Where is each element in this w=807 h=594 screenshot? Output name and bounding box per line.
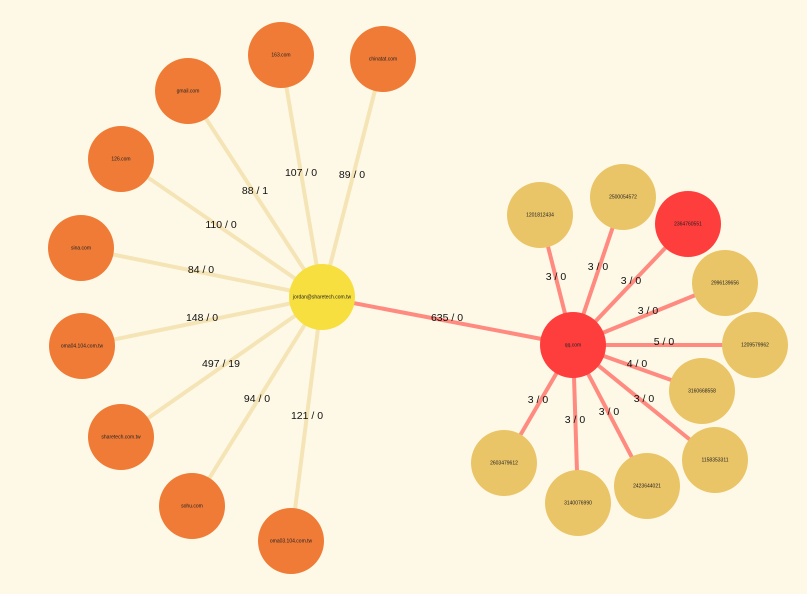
edge-line	[289, 296, 324, 542]
edge-line	[80, 246, 323, 299]
node-a7[interactable]: 1158353311	[682, 427, 748, 493]
edge-label: 121 / 0	[291, 410, 323, 422]
node-a6[interactable]: 3160668558	[669, 358, 735, 424]
node-circle[interactable]	[669, 358, 735, 424]
node-circle[interactable]	[48, 215, 114, 281]
node-sina[interactable]: sina.com	[48, 215, 114, 281]
edge-label: 3 / 0	[588, 261, 609, 273]
node-a1[interactable]: 1201812434	[507, 182, 573, 248]
edge-label: 3 / 0	[599, 406, 620, 418]
node-circle[interactable]	[540, 312, 606, 378]
node-circle[interactable]	[682, 427, 748, 493]
node-circle[interactable]	[258, 508, 324, 574]
node-label: 163.com	[271, 52, 290, 58]
node-label: sharetech.com.tw	[101, 434, 141, 440]
node-circle[interactable]	[545, 470, 611, 536]
edge-label: 635 / 0	[431, 312, 463, 324]
node-qq[interactable]: qq.com	[540, 312, 606, 378]
node-n163[interactable]: 163.com	[248, 22, 314, 88]
edge-label: 4 / 0	[627, 358, 648, 370]
node-sohu[interactable]: sohu.com	[159, 473, 225, 539]
node-label: 1209579962	[741, 342, 769, 348]
edge-label: 89 / 0	[339, 169, 365, 181]
edge-label: 148 / 0	[186, 312, 218, 324]
edge-label: 3 / 0	[528, 394, 549, 406]
node-label: 3140076990	[564, 500, 592, 506]
edge-line	[321, 295, 574, 347]
edge-label: 5 / 0	[654, 336, 675, 348]
node-hub[interactable]: jordan@sharetech.com.tw	[289, 264, 355, 330]
node-circle[interactable]	[159, 473, 225, 539]
node-label: 1158353311	[701, 457, 728, 463]
node-label: gmail.com	[177, 88, 200, 94]
node-oma03[interactable]: oma03.104.com.tw	[258, 508, 324, 574]
edge-line	[279, 54, 324, 298]
node-circle[interactable]	[590, 164, 656, 230]
node-circle[interactable]	[248, 22, 314, 88]
edge-label: 3 / 0	[634, 393, 655, 405]
node-label: 2603479612	[490, 460, 518, 466]
node-circle[interactable]	[350, 26, 416, 92]
edge-line	[190, 295, 324, 508]
edge-label: 107 / 0	[285, 167, 317, 179]
node-label: 3160668558	[688, 388, 716, 394]
node-circle[interactable]	[722, 312, 788, 378]
node-a2[interactable]: 2500054572	[590, 164, 656, 230]
node-oma04[interactable]: oma04.104.com.tw	[49, 313, 115, 379]
node-label: oma04.104.com.tw	[61, 343, 104, 349]
edge-label: 3 / 0	[621, 275, 642, 287]
node-a5[interactable]: 1209579962	[722, 312, 788, 378]
node-a10[interactable]: 2603479612	[471, 430, 537, 496]
edge-label: 3 / 0	[565, 414, 586, 426]
node-label: 2364760551	[674, 221, 702, 227]
node-circle[interactable]	[88, 404, 154, 470]
node-circle[interactable]	[88, 126, 154, 192]
node-label: sohu.com	[181, 503, 203, 509]
node-label: 2423644021	[633, 483, 661, 489]
node-label: sina.com	[71, 245, 91, 251]
edge-label: 3 / 0	[638, 305, 659, 317]
node-circle[interactable]	[507, 182, 573, 248]
edge-label: 84 / 0	[188, 264, 214, 276]
edge-line	[119, 157, 324, 299]
node-a3[interactable]: 2364760551	[655, 191, 721, 257]
node-label: 2500054572	[609, 194, 637, 200]
edge-label: 3 / 0	[546, 271, 567, 283]
node-a4[interactable]: 2996139656	[692, 250, 758, 316]
node-n126[interactable]: 126.com	[88, 126, 154, 192]
node-label: chinatat.com	[369, 56, 397, 62]
edge-line	[119, 295, 324, 439]
node-label: qq.com	[565, 342, 581, 348]
node-circle[interactable]	[692, 250, 758, 316]
edge-label: 497 / 19	[202, 358, 240, 370]
node-circle[interactable]	[614, 453, 680, 519]
edge-line	[81, 295, 323, 348]
edge-label: 94 / 0	[244, 393, 270, 405]
node-circle[interactable]	[289, 264, 355, 330]
edge-label: 110 / 0	[205, 219, 236, 231]
node-label: 2996139656	[711, 280, 739, 286]
node-sharetech[interactable]: sharetech.com.tw	[88, 404, 154, 470]
edge-label: 88 / 1	[242, 185, 268, 197]
node-label: 126.com	[111, 156, 130, 162]
node-circle[interactable]	[655, 191, 721, 257]
node-label: 1201812434	[526, 212, 554, 218]
node-label: jordan@sharetech.com.tw	[292, 294, 352, 300]
node-circle[interactable]	[155, 58, 221, 124]
node-circle[interactable]	[471, 430, 537, 496]
edge-line	[320, 58, 385, 298]
node-label: oma03.104.com.tw	[270, 538, 313, 544]
node-a9[interactable]: 3140076990	[545, 470, 611, 536]
edge-line	[186, 89, 324, 299]
node-chinatat[interactable]: chinatat.com	[350, 26, 416, 92]
node-circle[interactable]	[49, 313, 115, 379]
node-gmail[interactable]: gmail.com	[155, 58, 221, 124]
node-a8[interactable]: 2423644021	[614, 453, 680, 519]
